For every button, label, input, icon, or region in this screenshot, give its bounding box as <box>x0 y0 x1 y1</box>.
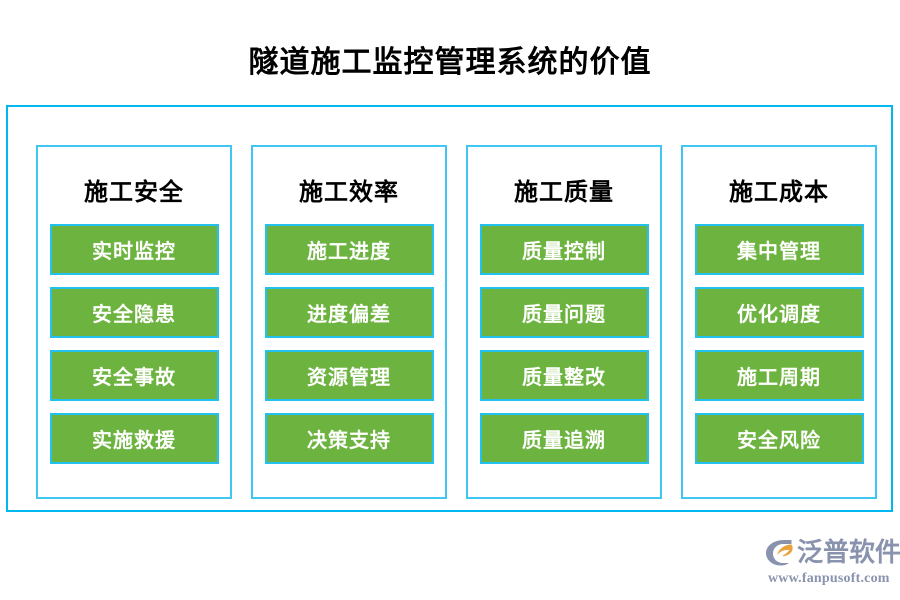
item-box[interactable]: 质量整改 <box>479 350 649 401</box>
item-box[interactable]: 施工周期 <box>694 350 864 401</box>
item-box[interactable]: 安全隐患 <box>49 287 219 338</box>
item-list: 实时监控 安全隐患 安全事故 实施救援 <box>38 224 230 464</box>
brand-logo: 泛普软件 www.fanpusoft.com <box>764 536 900 588</box>
brand-name: 泛普软件 <box>797 537 900 567</box>
column-header: 施工安全 <box>84 180 184 206</box>
column-header: 施工成本 <box>729 180 829 206</box>
item-box[interactable]: 实时监控 <box>49 224 219 275</box>
value-diagram-panel: 施工安全 实时监控 安全隐患 安全事故 实施救援 施工效率 施工进度 进度偏差 … <box>6 105 893 512</box>
item-box[interactable]: 施工进度 <box>264 224 434 275</box>
item-list: 质量控制 质量问题 质量整改 质量追溯 <box>468 224 660 464</box>
item-box[interactable]: 集中管理 <box>694 224 864 275</box>
item-box[interactable]: 优化调度 <box>694 287 864 338</box>
category-column-construction-efficiency: 施工效率 施工进度 进度偏差 资源管理 决策支持 <box>251 145 447 499</box>
page-title: 隧道施工监控管理系统的价值 <box>248 46 652 79</box>
column-header: 施工效率 <box>299 180 399 206</box>
item-box[interactable]: 实施救援 <box>49 413 219 464</box>
brand-logo-top: 泛普软件 <box>764 536 900 569</box>
category-column-construction-quality: 施工质量 质量控制 质量问题 质量整改 质量追溯 <box>466 145 662 499</box>
column-header: 施工质量 <box>514 180 614 206</box>
item-box[interactable]: 进度偏差 <box>264 287 434 338</box>
category-columns-row: 施工安全 实时监控 安全隐患 安全事故 实施救援 施工效率 施工进度 进度偏差 … <box>36 145 877 499</box>
item-list: 集中管理 优化调度 施工周期 安全风险 <box>683 224 875 464</box>
item-box[interactable]: 安全事故 <box>49 350 219 401</box>
item-box[interactable]: 质量问题 <box>479 287 649 338</box>
category-column-construction-cost: 施工成本 集中管理 优化调度 施工周期 安全风险 <box>681 145 877 499</box>
brand-url: www.fanpusoft.com <box>768 571 890 586</box>
item-box[interactable]: 安全风险 <box>694 413 864 464</box>
item-box[interactable]: 资源管理 <box>264 350 434 401</box>
fanpu-swoosh-logo-icon <box>766 540 793 566</box>
category-column-construction-safety: 施工安全 实时监控 安全隐患 安全事故 实施救援 <box>36 145 232 499</box>
item-box[interactable]: 决策支持 <box>264 413 434 464</box>
item-list: 施工进度 进度偏差 资源管理 决策支持 <box>253 224 445 464</box>
item-box[interactable]: 质量控制 <box>479 224 649 275</box>
item-box[interactable]: 质量追溯 <box>479 413 649 464</box>
